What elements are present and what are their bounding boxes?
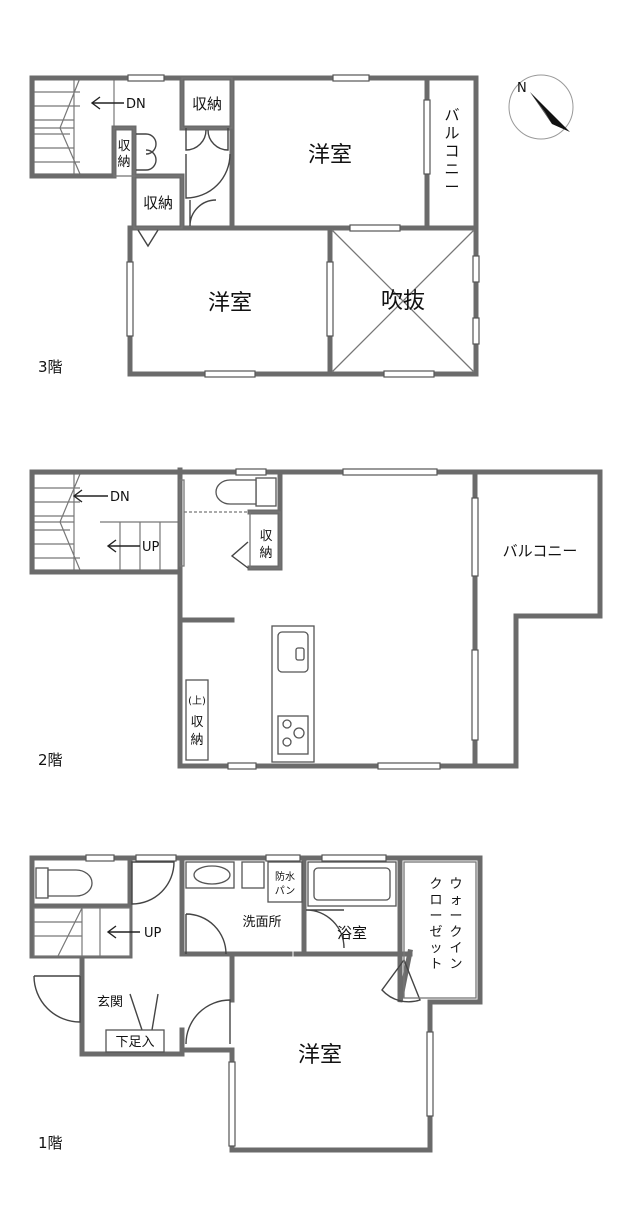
room-atrium-3f: 吹抜 (381, 289, 425, 314)
kitchen-counter (271, 625, 315, 763)
svg-text:ン: ン (449, 957, 462, 972)
door-3f-low[interactable] (189, 199, 217, 227)
walls-2f (29, 467, 603, 769)
stairs-3f (33, 77, 115, 175)
svg-text:ト: ト (429, 957, 442, 972)
door-1f-closet[interactable] (381, 958, 421, 1003)
room-entrance-1f: 玄関 (97, 995, 123, 1010)
room-storage-small-3f-1: 収 (117, 139, 130, 154)
svg-text:ォ: ォ (449, 893, 462, 908)
up-arrow-2f (106, 539, 140, 553)
room-storage-2f-2: 納 (259, 546, 272, 561)
stairs-dn-label-3f: DN (126, 97, 146, 112)
door-1f-wash[interactable] (185, 913, 227, 955)
stairs-up-label-1f: UP (144, 926, 162, 941)
svg-text:ッ: ッ (429, 941, 442, 956)
room-western-bottom-3f: 洋室 (208, 291, 252, 316)
toilet-icon (215, 477, 277, 507)
room-western-top-3f: 洋室 (308, 143, 352, 168)
floor-label-3f: 3階 (38, 358, 63, 376)
floor-2f: DN UP 収 納 (29, 467, 603, 770)
door-3f-storage-a[interactable] (185, 128, 229, 151)
door-1f-toilet[interactable] (131, 861, 175, 905)
svg-text:バ: バ (444, 106, 459, 124)
svg-text:イ: イ (449, 941, 462, 956)
svg-text:ー: ー (429, 909, 442, 924)
dn-arrow-3f (90, 96, 124, 110)
floor-1f: UP 防水 パン 下足入 (29, 854, 483, 1153)
svg-text:コ: コ (444, 142, 459, 160)
door-1f-shoe[interactable] (129, 993, 159, 1035)
room-bathroom-1f: 浴室 (337, 924, 367, 942)
room-shoe-storage-1f: 下足入 (115, 1035, 154, 1050)
svg-text:ル: ル (444, 124, 459, 142)
compass-icon: N (508, 74, 574, 140)
door-3f-wing[interactable] (137, 229, 159, 248)
door-3f-room[interactable] (185, 153, 231, 199)
floor-label-2f: 2階 (38, 751, 63, 769)
room-storage-small-3f-2: 納 (117, 155, 130, 170)
door-1f-entrance[interactable] (33, 975, 81, 1023)
svg-text:ー: ー (449, 909, 462, 924)
svg-text:ー: ー (444, 178, 459, 196)
room-closet-1f: ウ ォ ー ク イ ン ク ロ ー ゼ ッ ト (429, 877, 462, 972)
up-arrow-1f (106, 925, 140, 939)
room-storage-low-3f: 収納 (143, 194, 173, 212)
bathtub-icon (307, 861, 397, 907)
room-storage-2f-1: 収 (259, 529, 272, 544)
washbasin-icon (185, 861, 265, 889)
floor-3f: DN 洋室 洋室 吹抜 収納 収納 収 納 バ (29, 74, 480, 378)
room-balcony-3f: バ ル コ ニ ー (444, 106, 459, 196)
room-pan-1f-1: 防水 (275, 870, 295, 883)
stairs-up-label-2f: UP (142, 540, 160, 555)
room-western-1f: 洋室 (298, 1043, 342, 1068)
svg-text:ゼ: ゼ (429, 925, 442, 940)
room-balcony-2f: バルコニー (503, 542, 578, 560)
room-pan-1f-2: パン (275, 885, 296, 897)
door-1f-bath[interactable] (305, 909, 345, 949)
floor-label-1f: 1階 (38, 1134, 63, 1152)
stairs-2f (33, 473, 181, 571)
room-storage-top-3f: 収納 (192, 95, 222, 113)
svg-text:ロ: ロ (429, 893, 442, 908)
svg-text:ク: ク (429, 877, 442, 892)
toilet-icon (35, 867, 93, 899)
compass-label: N (517, 81, 527, 96)
dn-arrow-2f (72, 489, 108, 503)
room-upper-storage-2f-2: 収 (190, 715, 203, 730)
svg-text:ク: ク (449, 925, 462, 940)
room-upper-storage-2f-3: 納 (190, 733, 203, 748)
door-2f-storage[interactable] (230, 541, 249, 569)
door-3f-storage-b[interactable] (136, 133, 157, 171)
door-1f-room[interactable] (185, 999, 231, 1045)
svg-text:ウ: ウ (449, 877, 462, 892)
atrium-cross-3f (331, 229, 475, 373)
stairs-dn-label-2f: DN (110, 490, 130, 505)
svg-text:ニ: ニ (444, 160, 459, 178)
room-washroom-1f: 洗面所 (242, 915, 281, 930)
room-upper-storage-2f-1: (上) (188, 695, 206, 707)
